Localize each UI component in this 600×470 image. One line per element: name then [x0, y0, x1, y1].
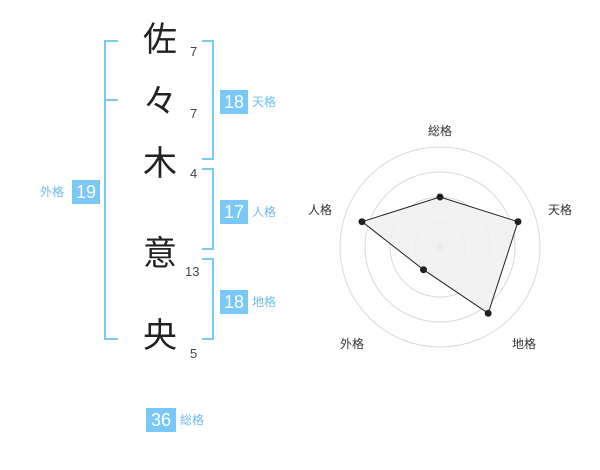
stroke-count-5: 5: [190, 346, 198, 361]
radar-point-3: [484, 309, 492, 317]
radar-points: [358, 193, 522, 317]
stroke-count-4: 13: [185, 264, 200, 279]
name-char-5: 央: [143, 316, 177, 356]
stroke-count-3: 4: [190, 166, 198, 181]
tenkaku-value: 18: [220, 90, 248, 114]
radar-label-tenkaku: 天格: [548, 203, 573, 217]
radar-polygon: [360, 196, 519, 315]
soukaku-label: 総格: [180, 413, 205, 427]
name-char-2: 々: [143, 82, 177, 122]
radar-label-gaikaku: 外格: [340, 337, 365, 351]
soukaku-value: 36: [146, 408, 176, 432]
radar-point-2: [514, 218, 522, 226]
radar-ring-3: [364, 171, 516, 323]
radar-point-5: [358, 218, 366, 226]
chikaku-label: 地格: [252, 295, 277, 309]
tenkaku-label: 天格: [252, 95, 277, 109]
gaikaku-bracket: [104, 40, 118, 340]
gaikaku-label: 外格: [40, 185, 65, 199]
radar-label-chikaku: 地格: [512, 337, 537, 351]
gaikaku-bracket-tick: [104, 99, 118, 101]
stroke-count-2: 7: [190, 106, 198, 121]
chikaku-value: 18: [220, 290, 248, 314]
radar-point-4: [420, 266, 427, 274]
tenkaku-bracket: [202, 40, 214, 160]
radar-rings: [339, 146, 541, 348]
name-char-3: 木: [143, 144, 177, 184]
radar-polygon-group: [360, 196, 519, 315]
radar-ring-2: [389, 196, 491, 298]
jinkaku-bracket: [202, 168, 214, 250]
name-char-4: 意: [143, 234, 177, 274]
name-char-1: 佐: [143, 20, 177, 60]
jinkaku-label: 人格: [252, 205, 277, 219]
radar-center-dot: [436, 243, 444, 251]
radar-point-1: [436, 193, 444, 201]
radar-label-soukaku: 総格: [428, 124, 453, 138]
gaikaku-value: 19: [72, 180, 100, 204]
radar-label-jinkaku: 人格: [308, 203, 333, 217]
radar-ring-1: [414, 221, 466, 273]
stroke-count-1: 7: [190, 44, 198, 59]
radar-ring-4: [339, 146, 541, 348]
chikaku-bracket: [202, 258, 214, 340]
jinkaku-value: 17: [220, 200, 248, 224]
